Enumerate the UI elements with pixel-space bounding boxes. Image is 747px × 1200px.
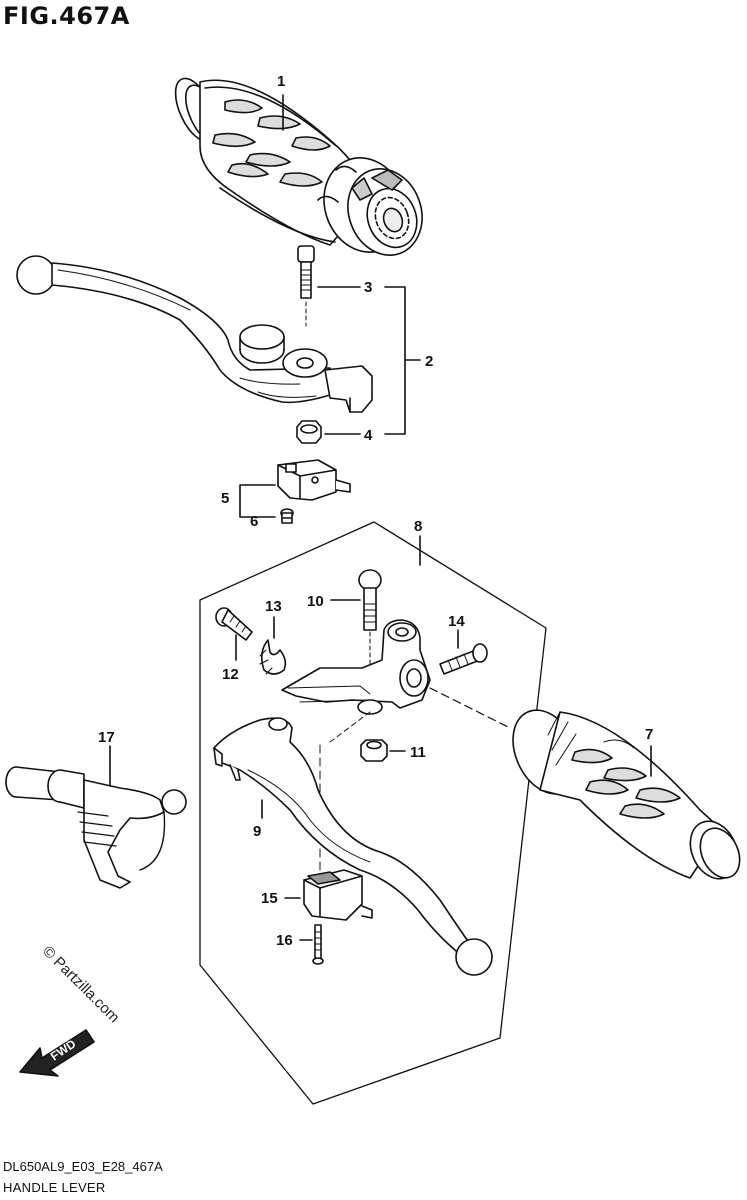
part-11-nut	[360, 739, 388, 762]
callout-9: 9	[253, 823, 261, 840]
bracket-2	[384, 286, 406, 435]
callout-13: 13	[265, 598, 282, 615]
callout-2: 2	[425, 353, 433, 370]
part-4-nut	[296, 420, 322, 444]
bracket-5	[239, 484, 276, 518]
callout-1: 1	[277, 73, 285, 90]
callout-3: 3	[364, 279, 372, 296]
clutch-lever-holder	[281, 619, 431, 715]
part-1-throttle-grip	[174, 77, 423, 256]
part-15-clutch-switch	[303, 869, 373, 921]
callout-11: 11	[410, 744, 426, 761]
callout-14: 14	[448, 613, 465, 630]
part-2-brake-lever	[16, 255, 373, 413]
callout-15: 15	[261, 890, 278, 907]
callout-17: 17	[98, 729, 115, 746]
assembly-8-outline	[199, 521, 547, 1105]
part-10-pivot-bolt	[358, 569, 382, 681]
callout-4: 4	[364, 427, 373, 444]
callout-10: 10	[307, 593, 324, 610]
callout-16: 16	[276, 932, 293, 949]
part-6-screw	[280, 508, 294, 524]
figure-title: FIG.467A	[3, 2, 130, 30]
part-13-lock-washer	[259, 639, 287, 675]
partzilla-watermark: © Partzilla.com	[39, 943, 122, 1026]
callout-8: 8	[414, 518, 422, 535]
part-7-left-grip	[512, 709, 741, 880]
callout-7: 7	[645, 726, 653, 743]
part-5-brake-switch	[277, 459, 351, 501]
part-12-bolt	[215, 607, 253, 641]
part-3-pivot-bolt	[297, 245, 315, 327]
part-16-screw	[312, 924, 324, 965]
figure-code: DL650AL9_E03_E28_467A	[3, 1159, 163, 1174]
figure-name: HANDLE LEVER	[3, 1180, 106, 1195]
part-14-clamp-bolt	[439, 643, 488, 675]
callout-5: 5	[221, 490, 229, 507]
part-9-clutch-lever	[213, 717, 493, 976]
assembly-centerline	[429, 687, 511, 729]
fwd-arrow-icon: FWD	[19, 1029, 95, 1077]
part-17-cable-guide	[5, 766, 187, 889]
callout-12: 12	[222, 666, 239, 683]
callout-6: 6	[250, 513, 258, 530]
